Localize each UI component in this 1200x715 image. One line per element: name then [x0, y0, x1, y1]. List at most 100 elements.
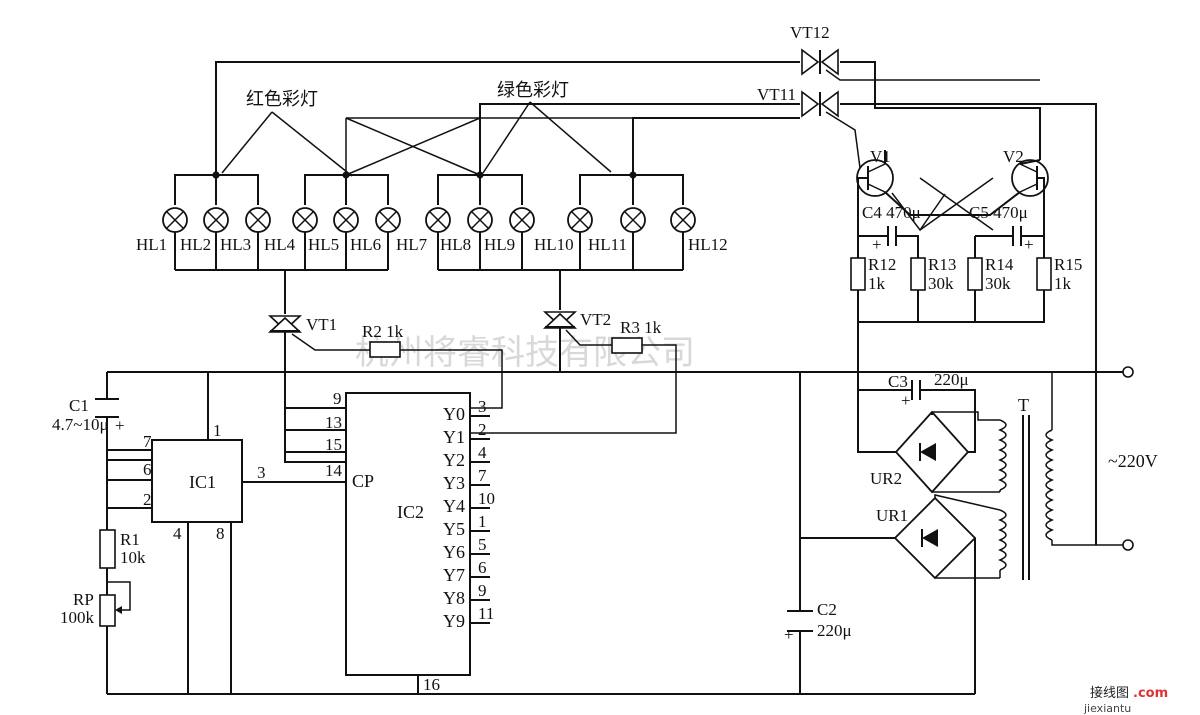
ic1-chip	[107, 372, 346, 694]
ic2-output-pin: 3	[478, 397, 487, 416]
lamp-label-hl5: HL5	[308, 235, 339, 254]
lamp-hl2: HL2	[180, 207, 229, 270]
c2-value: 220μ	[817, 621, 852, 640]
ac-voltage-label: ~220V	[1108, 451, 1158, 471]
r12-name: R12	[868, 255, 896, 274]
c1-value: 4.7~10μ	[52, 415, 109, 434]
r1-value: 10k	[120, 548, 146, 567]
c1-polarity: +	[115, 416, 125, 435]
lamp-label-hl6: HL6	[350, 235, 381, 254]
ic2-output-y2: Y2 4	[443, 443, 490, 470]
r14-resistor	[967, 257, 983, 322]
lamp-hl10: HL10	[534, 207, 593, 270]
lamp-label-hl2: HL2	[180, 235, 211, 254]
r13-value: 30k	[928, 274, 954, 293]
ur1-label: UR1	[876, 506, 908, 525]
ur2-label: UR2	[870, 469, 902, 488]
v2-label: V2	[1003, 147, 1024, 166]
ic2-output-label: Y1	[443, 427, 465, 447]
lamp-hl6: HL6	[350, 207, 401, 270]
ic2-output-label: Y4	[443, 496, 465, 516]
c5-polarity: +	[1024, 235, 1034, 254]
ic2-output-pin: 4	[478, 443, 487, 462]
ic1-pin-8: 8	[216, 524, 225, 543]
c2-polarity: +	[784, 625, 794, 644]
ic2-pin-14: 14	[325, 461, 343, 480]
top-wiring	[215, 61, 1097, 545]
vt11-label: VT11	[757, 85, 796, 104]
ic2-output-label: Y5	[443, 519, 465, 539]
r14-name: R14	[985, 255, 1014, 274]
rp-value: 100k	[60, 608, 95, 627]
rp-name: RP	[73, 590, 94, 609]
ic2-output-label: Y8	[443, 588, 465, 608]
ic1-pin-1: 1	[213, 421, 222, 440]
rp-potentiometer	[99, 581, 131, 627]
c2-name: C2	[817, 600, 837, 619]
ur2-bridge	[857, 390, 1000, 494]
ic2-output-y0: Y0 3	[443, 397, 490, 424]
r12-value: 1k	[868, 274, 886, 293]
ic2-name: IC2	[397, 502, 424, 522]
vt12-label: VT12	[790, 23, 830, 42]
r15-resistor	[1036, 257, 1052, 291]
watermark: 杭州将睿科技有限公司	[355, 333, 695, 373]
red-lamps-label: 红色彩灯	[246, 89, 318, 110]
c1-name: C1	[69, 396, 89, 415]
lamp-hl8: HL8	[440, 207, 493, 270]
ic2-output-pin: 2	[478, 420, 487, 439]
r1-resistor	[99, 529, 116, 569]
r2-label: R2 1k	[362, 322, 404, 341]
ic2-output-label: Y0	[443, 404, 465, 424]
r15-value: 1k	[1054, 274, 1072, 293]
ic2-pin-15: 15	[325, 435, 342, 454]
ic2-output-pin: 5	[478, 535, 487, 554]
ic2-output-label: Y2	[443, 450, 465, 470]
site-logo: 接线图 .com jiexiantu	[1083, 685, 1168, 715]
c3-label: C3	[888, 372, 908, 391]
v1-transistor	[856, 150, 960, 295]
ic2-output-pin: 9	[478, 581, 487, 600]
ic2-output-pin: 1	[478, 512, 487, 531]
ic2-output-y5: Y5 1	[443, 512, 490, 539]
ic2-output-pin: 7	[478, 466, 487, 485]
c3-polarity: +	[901, 391, 911, 410]
lamp-hl1: HL1	[136, 207, 188, 270]
c2-capacitor	[787, 610, 813, 632]
cross-coupling	[891, 177, 994, 232]
ic2-output-y8: Y8 9	[443, 581, 490, 608]
lamp-label-hl9: HL9	[484, 235, 515, 254]
lamp-hl11: HL11	[588, 207, 646, 270]
vt2-label: VT2	[580, 310, 611, 329]
svg-text:接线图: 接线图	[1090, 685, 1129, 701]
lamp-hl4: HL4	[264, 207, 318, 270]
ic1-name: IC1	[189, 472, 216, 492]
r14-value: 30k	[985, 274, 1011, 293]
power-rails	[106, 370, 1125, 695]
ic2-output-label: Y9	[443, 611, 465, 631]
r1-name: R1	[120, 530, 140, 549]
c5-label: C5 470μ	[969, 203, 1028, 222]
vt2-thyristor	[542, 270, 612, 370]
vt11-thyristor	[801, 90, 839, 118]
c4-label: C4 470μ	[862, 203, 921, 222]
ic2-output-label: Y3	[443, 473, 465, 493]
transformer	[998, 372, 1125, 580]
ic2-pin-9: 9	[333, 389, 342, 408]
r13-name: R13	[928, 255, 956, 274]
ic2-output-label: Y7	[443, 565, 465, 585]
ic2-pin-13: 13	[325, 413, 342, 432]
lamp-label-hl10: HL10	[534, 235, 574, 254]
lamp-hl3: HL3	[220, 207, 271, 270]
r12-resistor	[850, 257, 866, 291]
ic2-output-y3: Y3 7	[443, 466, 490, 493]
svg-text:jiexiantu: jiexiantu	[1083, 702, 1131, 715]
vt1-label: VT1	[306, 315, 337, 334]
lamp-hl9: HL9	[484, 207, 535, 270]
c3-capacitor	[857, 322, 976, 410]
ic1-pin-2: 2	[143, 490, 152, 509]
lamp-hl5: HL5	[308, 207, 359, 270]
